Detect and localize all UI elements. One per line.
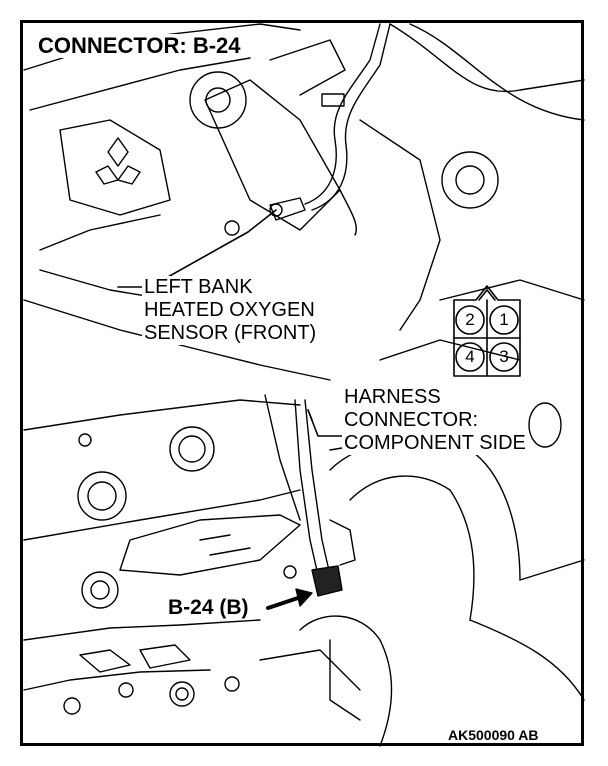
sensor-callout: LEFT BANK HEATED OXYGEN SENSOR (FRONT) xyxy=(142,276,319,345)
engine-bolts xyxy=(63,71,499,715)
connector-arrow-icon xyxy=(266,588,313,610)
connector-pin: 3 xyxy=(499,347,509,366)
harness-callout: HARNESS CONNECTOR: COMPONENT SIDE xyxy=(342,386,528,455)
diagram-frame xyxy=(20,20,584,746)
connector-pin: 2 xyxy=(465,310,475,329)
connector-pin: 4 xyxy=(465,347,475,366)
wiring-harness xyxy=(264,394,356,597)
connector-title: CONNECTOR: B-24 xyxy=(36,33,243,58)
harness-callout-line: HARNESS xyxy=(344,386,441,408)
mitsubishi-logo-icon xyxy=(95,137,141,185)
sensor-callout-line: SENSOR (FRONT) xyxy=(144,322,317,344)
harness-callout-line: COMPONENT SIDE xyxy=(344,432,526,454)
connector-reference-label: B-24 (B) xyxy=(166,596,251,619)
connector-face-icon xyxy=(453,285,521,377)
sensor-callout-line: HEATED OXYGEN xyxy=(144,299,315,321)
figure-code: AK500090 AB xyxy=(446,727,541,743)
intake-manifold-outline xyxy=(23,399,301,691)
connector-pin: 1 xyxy=(499,310,509,329)
harness-callout-line: CONNECTOR: xyxy=(344,409,479,431)
intake-duct xyxy=(359,23,585,361)
sensor-callout-line: LEFT BANK xyxy=(144,276,253,298)
oxygen-sensor-icon xyxy=(269,23,391,236)
